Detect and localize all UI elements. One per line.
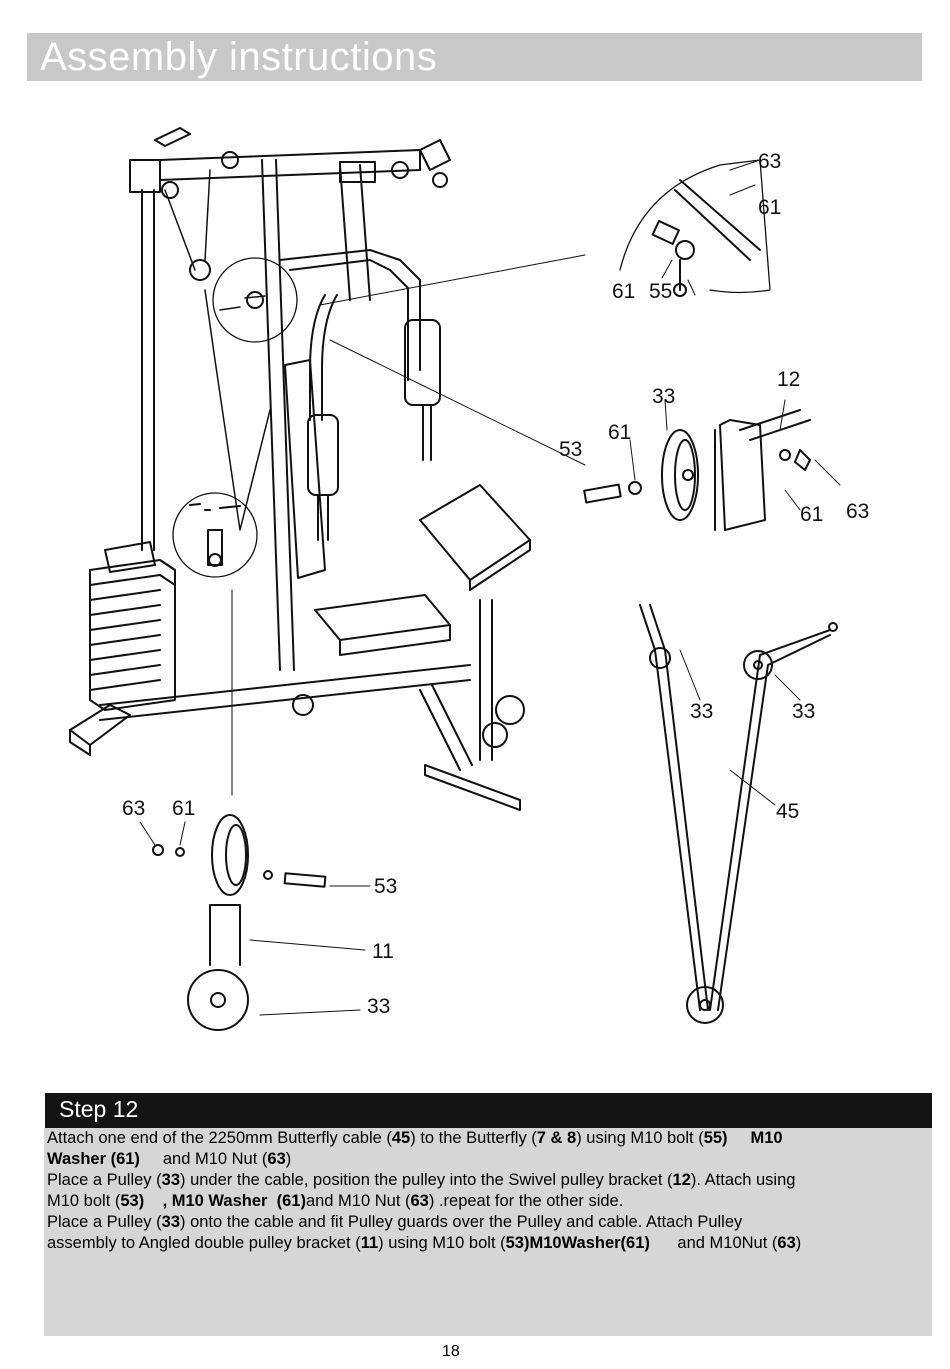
weight-stack (89, 541, 176, 711)
instruction-line-1: Attach one end of the 2250mm Butterfly c… (47, 1128, 783, 1149)
text: ) .repeat for the other side. (428, 1192, 624, 1210)
gym-frame (69, 127, 531, 811)
spacer (267, 1192, 276, 1210)
text: ) (795, 1234, 802, 1252)
part-ref: 45 (391, 1129, 411, 1147)
step-instructions: Attach one end of the 2250mm Butterfly c… (44, 1128, 932, 1336)
text: Place a Pulley ( (47, 1213, 162, 1231)
callout-61-mid: 61 (608, 421, 632, 444)
callout-63-mid: 63 (846, 500, 870, 523)
title-bar: Assembly instructions (27, 33, 922, 81)
page-title: Assembly instructions (40, 35, 438, 79)
detail-cable-assembly (639, 604, 838, 1024)
page-number: 18 (442, 1343, 460, 1360)
text: ) using M10 bolt ( (378, 1234, 506, 1252)
part-ref: 7 & 8 (536, 1129, 577, 1147)
text: and M10 Nut ( (139, 1150, 268, 1168)
callout-53-low: 53 (374, 875, 398, 898)
text: ). Attach using (690, 1171, 796, 1189)
callout-63-low: 63 (122, 797, 146, 820)
callout-33-cable-right: 33 (792, 700, 816, 723)
detail-circle-butterfly (212, 257, 298, 343)
detail-swivel-pulley (583, 399, 841, 531)
text: ) under the cable, position the pulley i… (180, 1171, 673, 1189)
part-ref: 33 (161, 1213, 180, 1231)
callout-63-top: 63 (758, 150, 782, 173)
callout-45: 45 (776, 800, 800, 823)
instruction-line-4: M10 bolt (53) , M10 Washer (61)and M10 N… (47, 1191, 623, 1212)
spacer (144, 1192, 162, 1210)
part-ref: 55) (703, 1129, 728, 1147)
text: ) onto the cable and fit Pulley guards o… (180, 1213, 743, 1231)
step-header: Step 12 (45, 1093, 932, 1128)
part-ref: , M10 Washer (162, 1192, 268, 1210)
part-ref: 33 (161, 1171, 180, 1189)
callout-61-low: 61 (172, 797, 196, 820)
text: and M10 Nut ( (305, 1192, 411, 1210)
text: ) to the Butterfly ( (410, 1129, 537, 1147)
text: Attach one end of the 2250mm Butterfly c… (47, 1129, 392, 1147)
part-ref: 63 (777, 1234, 796, 1252)
callout-33-low: 33 (367, 995, 391, 1018)
assembly-drawing (69, 127, 841, 1031)
callout-12: 12 (777, 368, 801, 391)
instruction-line-6: assembly to Angled double pulley bracket… (47, 1233, 801, 1254)
text: Place a Pulley ( (47, 1171, 162, 1189)
callout-33-cable-left: 33 (690, 700, 714, 723)
callout-61-mid-right: 61 (800, 503, 824, 526)
instruction-line-3: Place a Pulley (33) under the cable, pos… (47, 1170, 795, 1191)
text: ) using M10 bolt ( (576, 1129, 704, 1147)
part-ref: 63 (267, 1150, 286, 1168)
text: M10 bolt ( (47, 1192, 121, 1210)
part-ref: 63 (410, 1192, 429, 1210)
part-ref: Washer (61) (47, 1150, 140, 1168)
callout-33-mid: 33 (652, 385, 676, 408)
instruction-line-5: Place a Pulley (33) onto the cable and f… (47, 1212, 742, 1233)
callout-55-top: 55 (649, 280, 673, 303)
part-ref: 11 (360, 1234, 379, 1252)
callout-11: 11 (372, 940, 394, 963)
detail-double-pulley (139, 814, 371, 1031)
step-label: Step 12 (59, 1096, 139, 1122)
callout-61-top-left: 61 (612, 280, 636, 303)
spacer (728, 1129, 751, 1147)
callout-61-top: 61 (758, 196, 782, 219)
detail-circle-lower-pulley (172, 492, 258, 578)
assembly-diagram: 63 61 61 55 12 33 61 53 61 63 33 33 45 6… (40, 110, 920, 1070)
callout-53-mid: 53 (559, 438, 583, 461)
instruction-line-2: Washer (61) and M10 Nut (63) (47, 1149, 291, 1170)
text: assembly to Angled double pulley bracket… (47, 1234, 361, 1252)
detail-butterfly-bolt (619, 159, 771, 297)
part-ref: M10 (750, 1129, 783, 1147)
part-ref: 53) (120, 1192, 145, 1210)
part-ref: 53)M10Washer(61) (505, 1234, 650, 1252)
part-ref: 12 (672, 1171, 691, 1189)
part-ref: (61) (276, 1192, 306, 1210)
text: and M10Nut ( (649, 1234, 778, 1252)
text: ) (285, 1150, 292, 1168)
